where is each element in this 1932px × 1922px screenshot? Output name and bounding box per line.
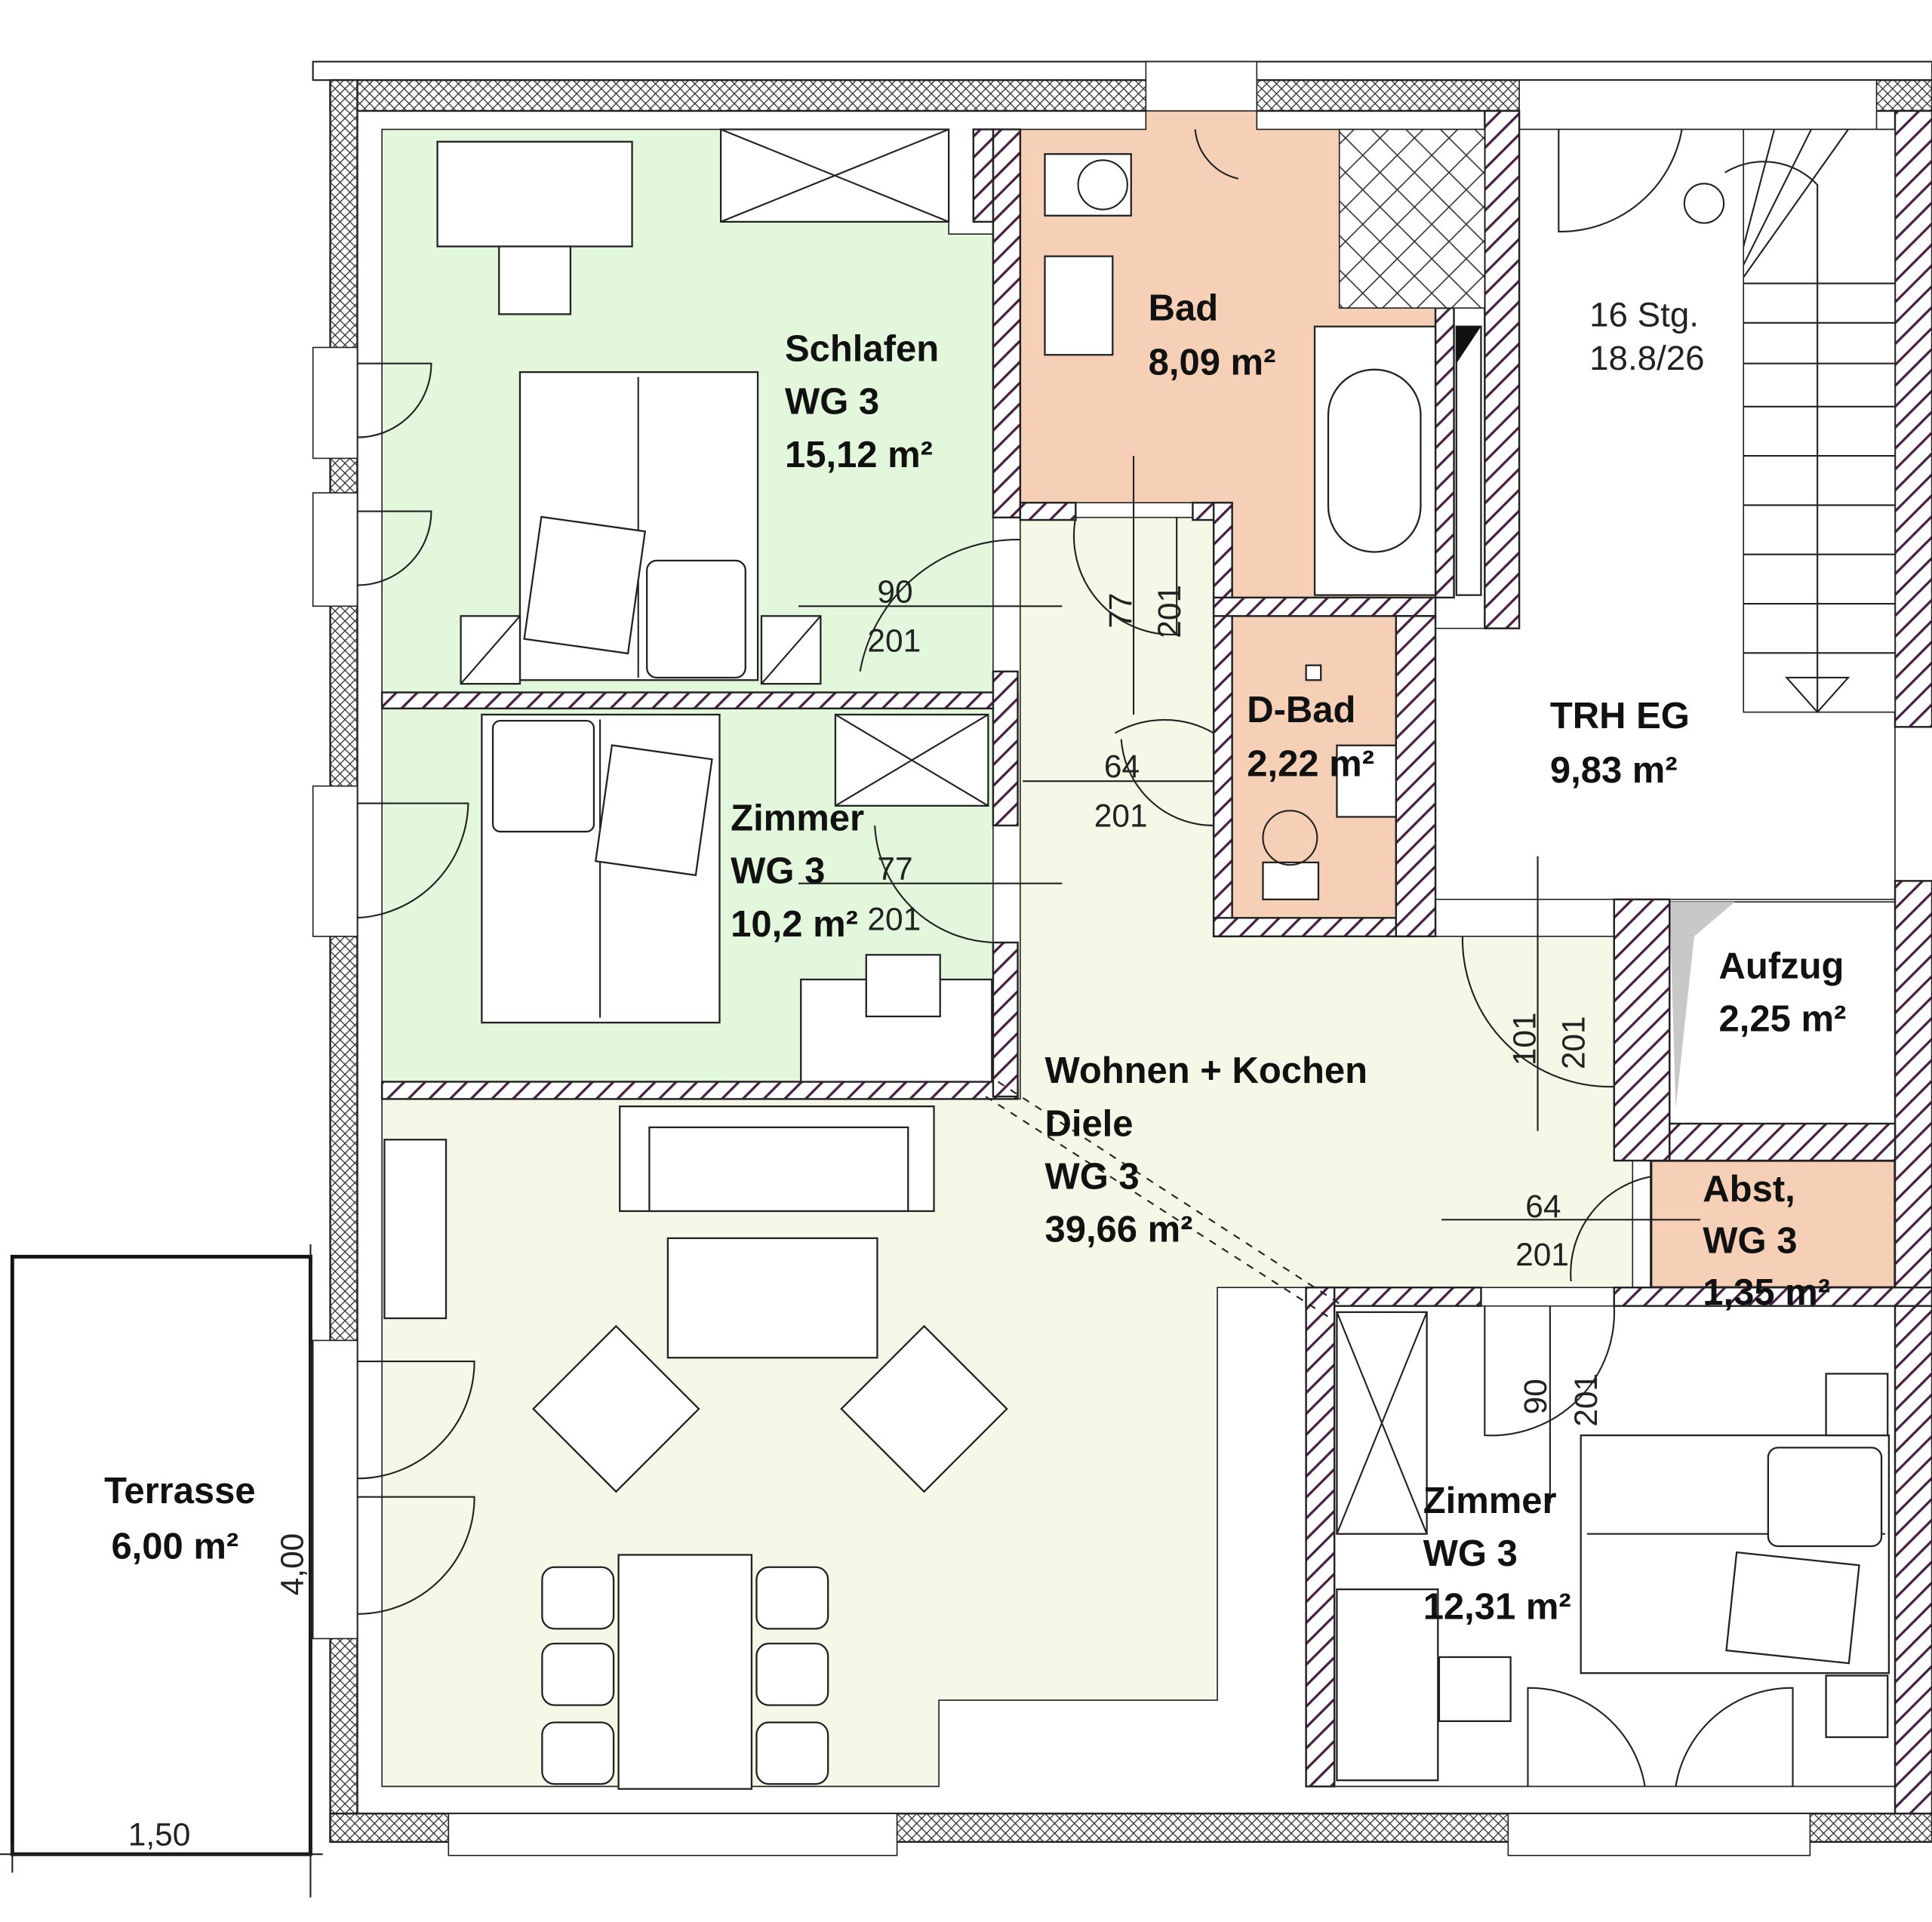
door-swings: [357, 129, 1794, 1787]
door-label-abst: 64 201: [1515, 1189, 1569, 1272]
terrace-floor: [10, 1254, 312, 1856]
room-name: TRH EG: [1550, 696, 1690, 737]
stairs-ratio: 18.8/26: [1589, 339, 1705, 377]
door-height: 201: [867, 902, 921, 937]
door-label-zimmer2: 90 201: [1518, 1373, 1604, 1427]
room-area: 39,66 m²: [1044, 1210, 1192, 1250]
room-area: 2,25 m²: [1719, 999, 1847, 1040]
door-height: 201: [867, 623, 921, 659]
door-width: 101: [1506, 1012, 1542, 1066]
room-area: 6,00 m²: [111, 1526, 238, 1567]
room-name: Zimmer: [731, 798, 864, 838]
door-width: 77: [877, 851, 912, 887]
room-name: Terrasse: [104, 1471, 256, 1511]
room-name: Aufzug: [1719, 946, 1844, 986]
room-label-abst: Abst, WG 3 1,35 m²: [1703, 1169, 1830, 1313]
room-area: 1,35 m²: [1703, 1272, 1830, 1313]
door-label-bad: 77 201: [1103, 585, 1187, 638]
door-label-zimmer1: 77 201: [867, 851, 921, 937]
room-label-schlafen: Schlafen WG 3 15,12 m²: [785, 328, 939, 475]
room-area: 9,83 m²: [1550, 750, 1678, 791]
door-label-schlafen: 90 201: [867, 574, 921, 658]
room-area: 12,31 m²: [1423, 1586, 1571, 1627]
interior-walls: [380, 109, 1932, 1815]
room-label-trh: 16 Stg. 18.8/26 TRH EG 9,83 m²: [1550, 296, 1705, 791]
door-height: 201: [1568, 1373, 1604, 1427]
room-area: 2,22 m²: [1247, 744, 1374, 785]
room-name: Schlafen: [785, 328, 939, 369]
stairs-count: 16 Stg.: [1589, 296, 1699, 334]
door-height: 201: [1152, 585, 1187, 638]
room-label-bad: Bad 8,09 m²: [1149, 288, 1276, 383]
room-name-2: Diele: [1044, 1103, 1133, 1144]
room-unit: WG 3: [1703, 1220, 1797, 1261]
outer-walls: [312, 60, 1932, 1856]
room-unit: WG 3: [785, 382, 879, 423]
room-label-zimmer2: Zimmer WG 3 12,31 m²: [1423, 1481, 1571, 1627]
door-width: 77: [1103, 592, 1138, 628]
room-unit: WG 3: [731, 851, 825, 892]
room-label-zimmer1: Zimmer WG 3 10,2 m²: [731, 798, 864, 944]
door-width: 90: [877, 574, 912, 609]
room-label-terrasse: Terrasse 6,00 m²: [104, 1471, 256, 1567]
room-unit: WG 3: [1423, 1533, 1518, 1574]
door-width: 64: [1104, 749, 1140, 784]
door-width: 64: [1525, 1189, 1561, 1224]
room-name: Bad: [1149, 288, 1219, 329]
door-width: 90: [1518, 1379, 1553, 1414]
door-label-dbad: 64 201: [1094, 749, 1148, 833]
room-label-dbad: D-Bad 2,22 m²: [1247, 690, 1374, 785]
room-name: D-Bad: [1247, 690, 1355, 730]
terrace-width-dimension: 1,50: [128, 1817, 191, 1853]
room-area: 8,09 m²: [1149, 342, 1276, 383]
room-unit: WG 3: [1044, 1157, 1139, 1198]
room-name: Zimmer: [1423, 1481, 1557, 1521]
room-area: 10,2 m²: [731, 904, 858, 945]
room-name: Wohnen + Kochen: [1044, 1050, 1367, 1091]
door-height: 201: [1515, 1237, 1569, 1272]
room-name: Abst,: [1703, 1169, 1795, 1210]
terrace-depth-dimension: 4,00: [275, 1533, 310, 1596]
room-area: 15,12 m²: [785, 435, 933, 475]
room-label-wohnen: Wohnen + Kochen Diele WG 3 39,66 m²: [1044, 1050, 1367, 1250]
staircase: [1683, 128, 1896, 714]
furniture: [383, 128, 1890, 1790]
door-height: 201: [1556, 1016, 1592, 1069]
room-label-aufzug: Aufzug 2,25 m²: [1719, 946, 1847, 1039]
terrace-dimension-lines: [0, 1244, 323, 1898]
door-label-trh: 101 201: [1506, 1012, 1591, 1069]
door-height: 201: [1094, 798, 1148, 834]
elevator-shadow: [1669, 902, 1735, 1109]
